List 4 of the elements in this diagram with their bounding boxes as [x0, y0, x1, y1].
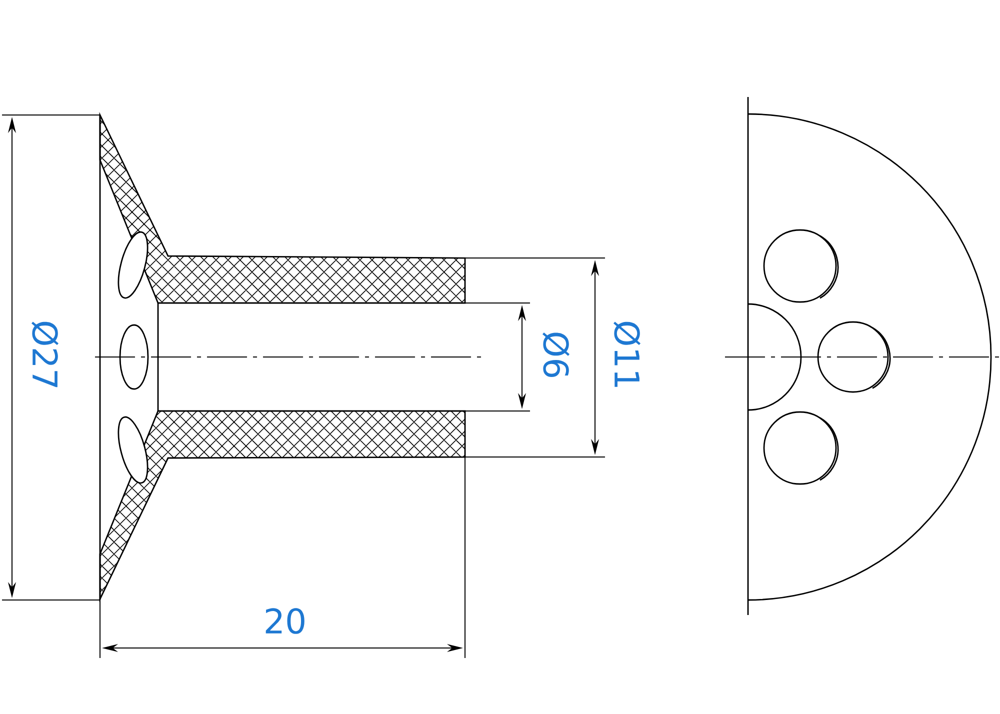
- dimension-label: 20: [266, 608, 304, 634]
- dimension-label: Ø6: [542, 332, 570, 378]
- dimension-label: Ø11: [614, 322, 641, 387]
- dimension-label: Ø27: [31, 322, 59, 388]
